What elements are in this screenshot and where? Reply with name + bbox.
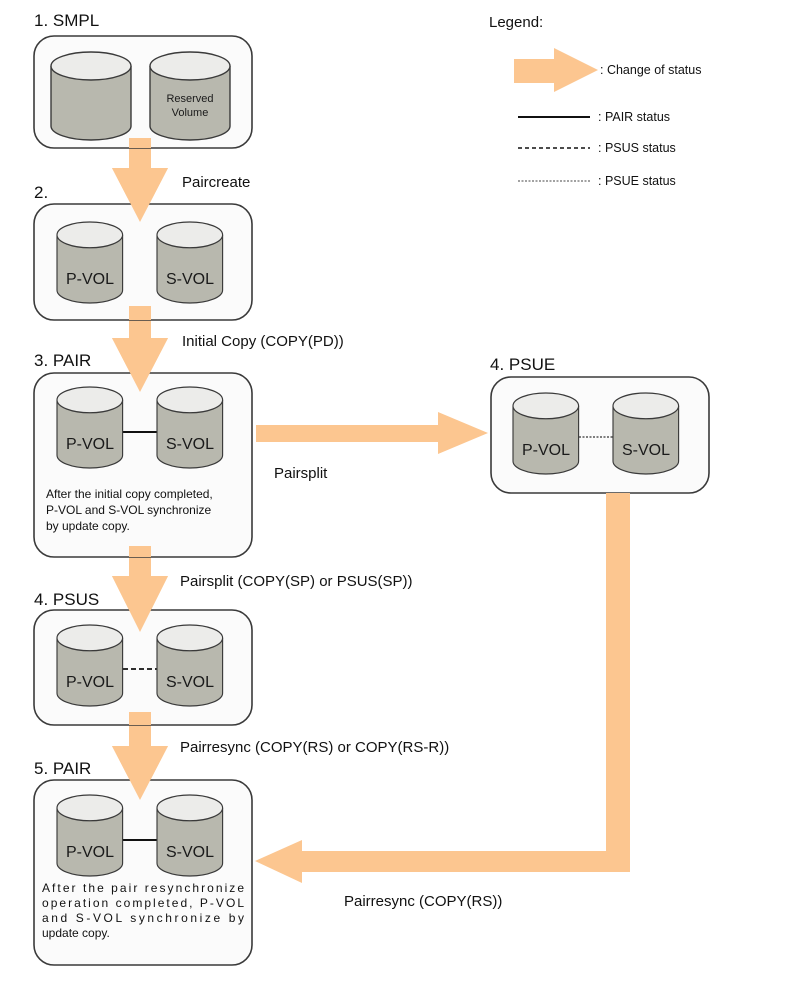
p-vol-label: P-VOL bbox=[66, 844, 114, 861]
state-title-smpl: 1. SMPL bbox=[34, 11, 99, 30]
reserved-volume-label-1: Reserved bbox=[166, 93, 213, 105]
state-title-pair-2: 5. PAIR bbox=[34, 759, 91, 778]
s-vol-icon: S-VOL bbox=[156, 794, 224, 877]
s-vol-icon: S-VOL bbox=[156, 221, 224, 304]
transition-label-pairresync: Pairresync (COPY(RS) or COPY(RS-R)) bbox=[180, 739, 449, 756]
legend-label-psue-status: : PSUE status bbox=[598, 174, 676, 188]
state-description-line: by update copy. bbox=[46, 519, 130, 533]
p-vol-label: P-VOL bbox=[66, 436, 114, 453]
p-vol-icon: P-VOL bbox=[56, 794, 124, 877]
arrowhead-paircreate bbox=[112, 168, 168, 222]
transition-label-initial-copy: Initial Copy (COPY(PD)) bbox=[182, 333, 344, 350]
state-title-psue: 4. PSUE bbox=[490, 355, 555, 374]
arrow-pairsplit-psue bbox=[256, 412, 488, 454]
state-title-pair: 3. PAIR bbox=[34, 351, 91, 370]
state-title-psus: 4. PSUS bbox=[34, 590, 99, 609]
p-vol-label: P-VOL bbox=[66, 674, 114, 691]
arrow-stem-2 bbox=[129, 306, 151, 320]
p-vol-icon: P-VOL bbox=[56, 221, 124, 304]
transition-label-pairsplit-psus: Pairsplit (COPY(SP) or PSUS(SP)) bbox=[180, 573, 413, 590]
transition-label-pairresync-psue: Pairresync (COPY(RS)) bbox=[344, 893, 502, 910]
s-vol-label: S-VOL bbox=[166, 844, 214, 861]
legend-label-pair-status: : PAIR status bbox=[598, 110, 670, 124]
arrow-stem-pair bbox=[129, 546, 151, 557]
arrowhead-pairsplit bbox=[112, 576, 168, 632]
arrowhead-pairresync bbox=[112, 746, 168, 800]
reserved-volume-icon: Reserved Volume bbox=[149, 51, 231, 141]
transition-label-paircreate: Paircreate bbox=[182, 174, 250, 191]
legend: Legend: : Change of status : PAIR status… bbox=[489, 14, 701, 188]
arrow-stem-smpl bbox=[129, 138, 151, 148]
p-vol-icon: P-VOL bbox=[512, 392, 580, 475]
state-description-line: and S-VOL synchronize by bbox=[42, 911, 244, 925]
p-vol-icon: P-VOL bbox=[56, 624, 124, 707]
arrow-stem-psus bbox=[129, 712, 151, 725]
s-vol-label: S-VOL bbox=[166, 271, 214, 288]
s-vol-label: S-VOL bbox=[622, 442, 670, 459]
state-title-2: 2. bbox=[34, 183, 48, 202]
arrowhead-initial-copy bbox=[112, 338, 168, 392]
legend-label-change-of-status: : Change of status bbox=[600, 63, 701, 77]
legend-arrow-icon bbox=[514, 48, 598, 92]
arrow-pairresync-psue bbox=[255, 493, 630, 883]
legend-title: Legend: bbox=[489, 14, 543, 31]
s-vol-icon: S-VOL bbox=[612, 392, 680, 475]
arrow-stem-psue bbox=[606, 493, 630, 497]
s-vol-label: S-VOL bbox=[166, 436, 214, 453]
legend-label-psus-status: : PSUS status bbox=[598, 141, 676, 155]
s-vol-icon: S-VOL bbox=[156, 624, 224, 707]
reserved-volume-label-2: Volume bbox=[172, 107, 209, 119]
p-vol-icon: P-VOL bbox=[56, 386, 124, 469]
p-vol-label: P-VOL bbox=[66, 271, 114, 288]
p-vol-label: P-VOL bbox=[522, 442, 570, 459]
transition-label-pairsplit-psue: Pairsplit bbox=[274, 465, 328, 482]
state-description-line: update copy. bbox=[42, 926, 110, 940]
state-description-line: P-VOL and S-VOL synchronize bbox=[46, 503, 212, 517]
s-vol-label: S-VOL bbox=[166, 674, 214, 691]
state-description-line: After the initial copy completed, bbox=[46, 487, 213, 501]
volume-icon bbox=[50, 51, 132, 141]
s-vol-icon: S-VOL bbox=[156, 386, 224, 469]
